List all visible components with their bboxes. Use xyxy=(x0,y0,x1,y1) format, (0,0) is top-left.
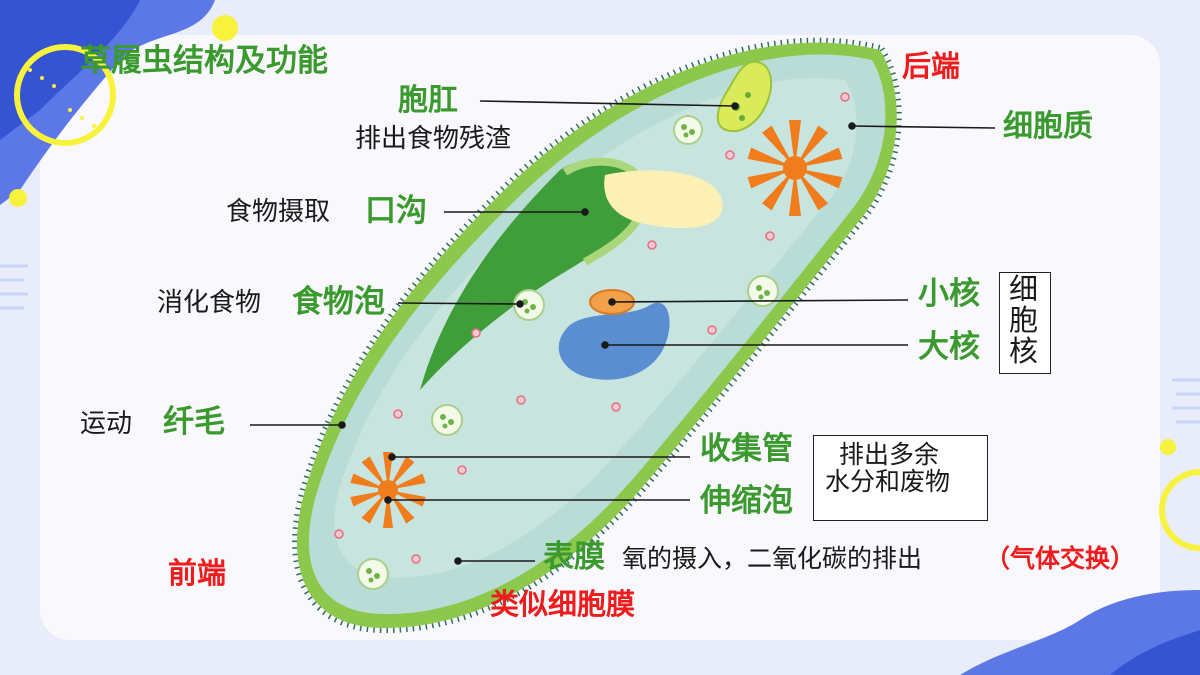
excretion-function-box: 排出多余 水分和废物 xyxy=(813,435,988,521)
nucleus-group-char-3: 核 xyxy=(1009,334,1039,368)
label-cilia: 纤毛 xyxy=(163,404,225,440)
label-micronucleus: 小核 xyxy=(918,276,980,312)
wave-bottom-right xyxy=(960,590,1200,675)
wave-bottom-right-dark xyxy=(1110,630,1200,675)
anal-pore-shape xyxy=(716,60,772,133)
dot-yellow xyxy=(212,15,238,41)
stripes-right xyxy=(1172,378,1200,424)
label-anal-pore-function: 排出食物残渣 xyxy=(355,124,512,154)
leader-lines xyxy=(250,100,996,565)
label-anterior-end: 前端 xyxy=(168,556,227,590)
contractile-vacuole-anterior xyxy=(350,452,426,528)
excretion-function-line-2: 水分和废物 xyxy=(825,467,951,496)
nucleus-group-char-1: 细 xyxy=(1009,272,1039,306)
label-membrane: 表膜 xyxy=(543,539,605,575)
label-cytoplasm: 细胞质 xyxy=(1003,109,1093,144)
label-macronucleus: 大核 xyxy=(918,329,980,365)
label-contractile-vacuole: 伸缩泡 xyxy=(700,483,793,519)
macronucleus-shape xyxy=(558,302,670,380)
label-membrane-like: 类似细胞膜 xyxy=(490,587,636,621)
label-collecting-canal: 收集管 xyxy=(700,431,793,467)
dot-yellow-small xyxy=(9,189,27,207)
gullet xyxy=(604,170,723,229)
label-anal-pore: 胞肛 xyxy=(398,83,458,118)
nucleus-group-box: 细 胞 核 xyxy=(999,272,1051,374)
stripes-left xyxy=(0,264,28,310)
label-cilia-function: 运动 xyxy=(80,409,133,439)
label-posterior-end: 后端 xyxy=(902,49,961,83)
page-title: 草履虫结构及功能 xyxy=(80,43,328,79)
label-food-vacuole-function: 消化食物 xyxy=(157,288,262,318)
label-membrane-note: （气体交换） xyxy=(985,544,1136,573)
label-oral-groove-function: 食物摄取 xyxy=(226,197,331,227)
ring-yellow xyxy=(14,44,116,146)
dot-yellow-right xyxy=(1160,439,1176,455)
label-membrane-function: 氧的摄入，二氧化碳的排出 xyxy=(622,544,923,573)
nucleus-group-char-2: 胞 xyxy=(1009,303,1039,337)
food-vacuoles xyxy=(357,115,779,590)
dots-top-left xyxy=(28,68,96,128)
label-food-vacuole: 食物泡 xyxy=(292,284,385,320)
granules xyxy=(334,92,850,564)
contractile-vacuole-posterior xyxy=(747,120,843,216)
label-oral-groove: 口沟 xyxy=(365,193,427,229)
paramecium-cell xyxy=(292,37,902,634)
ring-yellow-right xyxy=(1159,469,1200,551)
wave-top-left-dark xyxy=(0,0,140,140)
excretion-function-line-1: 排出多余 xyxy=(839,440,940,469)
